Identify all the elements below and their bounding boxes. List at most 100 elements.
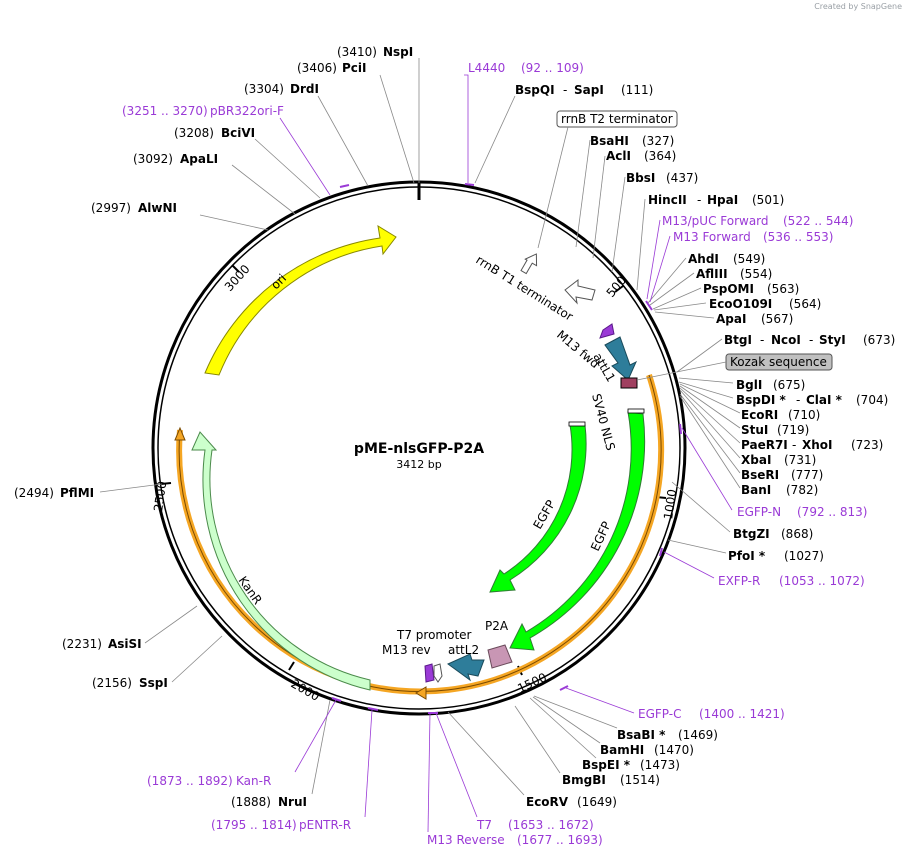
egfp-feature-2: [509, 411, 646, 651]
site-pos-alwni: (2997): [91, 201, 131, 215]
primer-range-pbr322ori: (3251 .. 3270): [122, 104, 208, 118]
primer-t7: T7: [476, 818, 492, 832]
leader-bgli: [678, 377, 734, 384]
site-pos-sspi: (2156): [92, 676, 132, 690]
leader-bsahi: [575, 139, 591, 248]
site-pos-ecorv: (1649): [577, 795, 617, 809]
leader-bbsi: [611, 176, 626, 273]
leader-pfoi: [667, 539, 727, 554]
leader-eco0109i: [653, 302, 707, 311]
site-pos-xbai: (731): [784, 453, 816, 467]
leader-bspdi: [678, 381, 734, 399]
site-bmgbi: BmgBI: [562, 773, 606, 787]
leader-acli: [592, 155, 606, 259]
primer-range-pentr: (1795 .. 1814): [211, 818, 297, 832]
tick-label-1000: 1000: [661, 488, 679, 520]
leader-bcivi: [254, 138, 321, 199]
site-ecoo109i: EcoO109I: [709, 297, 772, 311]
site-labels-right: T7 (1653 .. 1672) M13 Reverse (1677 .. 1…: [427, 61, 895, 847]
tick-3000: [231, 264, 240, 273]
tick-2500: [160, 482, 172, 485]
site-pos-pcii: (3406): [297, 61, 337, 75]
site-xhoi: XhoI: [802, 438, 833, 452]
site-sep-bspqi: -: [563, 83, 567, 97]
rrnb-t1-label: rrnB T1 terminator: [473, 253, 575, 324]
leader-ahdi: [647, 257, 687, 304]
p2a-label: P2A: [485, 619, 509, 633]
leader-pflmi: [99, 483, 163, 493]
site-nrui: NruI: [278, 795, 307, 809]
site-sep-bspdi: -: [796, 393, 800, 407]
insert-arc-line: [178, 374, 662, 692]
site-sspi: SspI: [139, 676, 168, 690]
site-apali: ApaLI: [180, 152, 218, 166]
site-pos-pflmi: (2494): [14, 486, 54, 500]
leader-apali: [231, 164, 296, 215]
kanr-feature: [191, 431, 371, 691]
site-nspi: NspI: [383, 45, 413, 59]
leader-kanr-primer: [294, 699, 337, 773]
site-ecori: EcoRI: [741, 408, 778, 422]
primer-range-l4440: (92 .. 109): [521, 61, 584, 75]
leader-alwni: [199, 214, 269, 231]
site-hpai: HpaI: [707, 193, 738, 207]
site-pos-btgi: (673): [863, 333, 895, 347]
tick-500: [614, 285, 624, 293]
leader-paer7i: [679, 387, 741, 444]
site-drdi: DrdI: [290, 82, 319, 96]
site-bbsi: BbsI: [626, 171, 655, 185]
site-pos-bsabi: (1469): [678, 728, 718, 742]
tick-label-1500: 1500: [515, 670, 549, 696]
site-pflmi: PflMI: [60, 486, 94, 500]
leader-xbai: [679, 389, 741, 459]
site-pos-bspei: (1473): [640, 758, 680, 772]
site-stui: StuI: [741, 423, 768, 437]
leader-l4440: [464, 74, 469, 183]
site-paer7i: PaeR7I: [741, 438, 788, 452]
site-pos-pfoi: (1027): [784, 549, 824, 563]
leader-pbr: [279, 117, 331, 196]
leader-t7: [435, 712, 478, 818]
plasmid-size: 3412 bp: [396, 458, 441, 471]
primer-mark-m13puc: [645, 300, 653, 311]
site-afliii: AflIII: [696, 267, 728, 281]
site-hincii: HincII: [648, 193, 687, 207]
site-pos-bgli: (675): [773, 378, 805, 392]
site-pos-bcivi: (3208): [174, 126, 214, 140]
site-btgzi: BtgZI: [733, 527, 770, 541]
site-xbai: XbaI: [741, 453, 771, 467]
leader-bspei: [529, 697, 597, 759]
leader-stui: [679, 385, 741, 429]
plasmid-name: pME-nlsGFP-P2A: [354, 441, 484, 457]
primer-mark-l4440: [464, 183, 475, 186]
sv40-nls-feature-2: [627, 408, 645, 414]
leader-pspomi: [652, 287, 702, 310]
site-pos-bspdi: (704): [856, 393, 888, 407]
leader-ecorv: [447, 711, 525, 796]
site-bsabi: BsaBI *: [617, 728, 666, 742]
leader-pcii: [379, 74, 415, 184]
attl2-label: attL2: [448, 643, 479, 657]
site-pos-acli: (364): [644, 149, 676, 163]
m13-rev-label: M13 rev: [382, 643, 431, 657]
leader-sspi: [171, 635, 223, 683]
primer-m13reverse: M13 Reverse: [427, 833, 505, 847]
leader-drdi: [317, 95, 369, 187]
leader-afliii: [649, 272, 695, 306]
site-bspei: BspEI *: [582, 758, 631, 772]
leader-lines: [99, 58, 741, 833]
site-bcivi: BciVI: [221, 126, 255, 140]
site-ncoi: NcoI: [771, 333, 801, 347]
leader-nrui: [311, 699, 331, 795]
site-pos-nrui: (1888): [231, 795, 271, 809]
primer-range-m13puc: (522 .. 544): [783, 214, 853, 228]
site-sep-btgi: -: [760, 333, 764, 347]
sv40-nls-label: SV40 NLS: [589, 392, 618, 452]
primer-exfpr: EXFP-R: [718, 574, 760, 588]
site-bani: BanI: [741, 483, 771, 497]
primer-mark-kanr: [331, 697, 342, 702]
site-sapi: SapI: [574, 83, 604, 97]
site-bgli: BglI: [736, 378, 762, 392]
site-pos-pspomi: (563): [767, 282, 799, 296]
site-pos-hincii: (501): [752, 193, 784, 207]
